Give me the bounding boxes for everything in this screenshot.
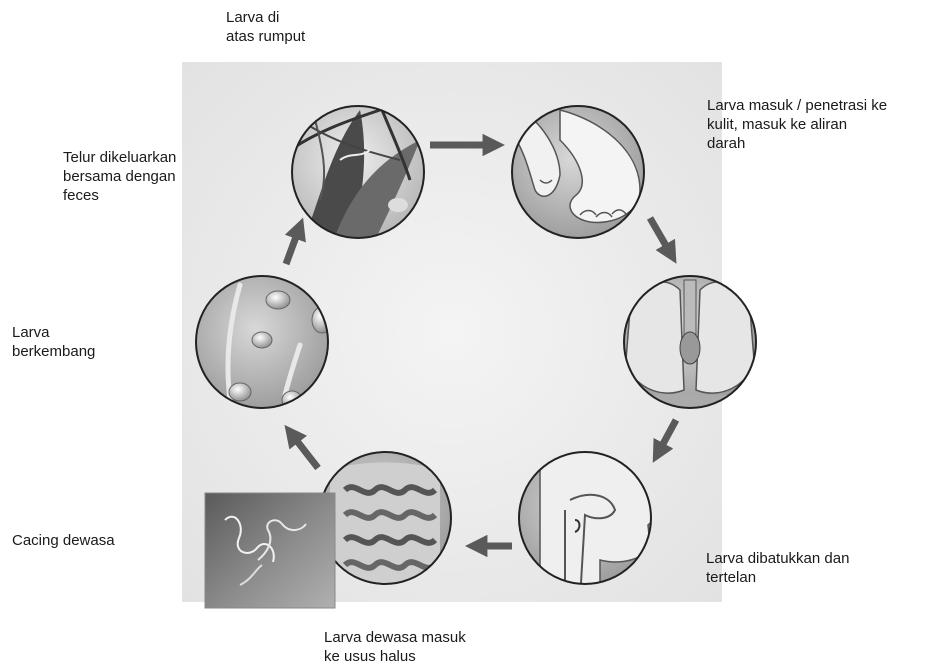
- intestine-illustration: [319, 452, 451, 600]
- label-larva-to-intestine: Larva dewasa masuk ke usus halus: [324, 628, 466, 666]
- adult-worm-illustration: [205, 493, 335, 608]
- label-larva-on-grass: Larva di atas rumput: [226, 8, 305, 46]
- arrow-larva-to-grass: [286, 226, 300, 264]
- label-eggs-with-feces: Telur dikeluarkan bersama dengan feces: [63, 148, 176, 205]
- arrow-skin-to-lungs: [650, 218, 672, 256]
- grass-larva-illustration: [290, 100, 424, 250]
- throat-illustration: [519, 449, 660, 600]
- lungs-illustration: [624, 276, 756, 410]
- eggs-larvae-illustration: [196, 276, 332, 409]
- arrow-intestine-to-larva: [290, 432, 318, 468]
- hand-foot-illustration: [510, 106, 644, 238]
- label-adult-worm: Cacing dewasa: [12, 531, 115, 550]
- arrow-lungs-to-throat: [657, 420, 676, 455]
- label-larva-develops: Larva berkembang: [12, 323, 95, 361]
- label-larva-coughed-swallowed: Larva dibatukkan dan tertelan: [706, 549, 849, 587]
- label-larva-skin-penetration: Larva masuk / penetrasi ke kulit, masuk …: [707, 96, 887, 153]
